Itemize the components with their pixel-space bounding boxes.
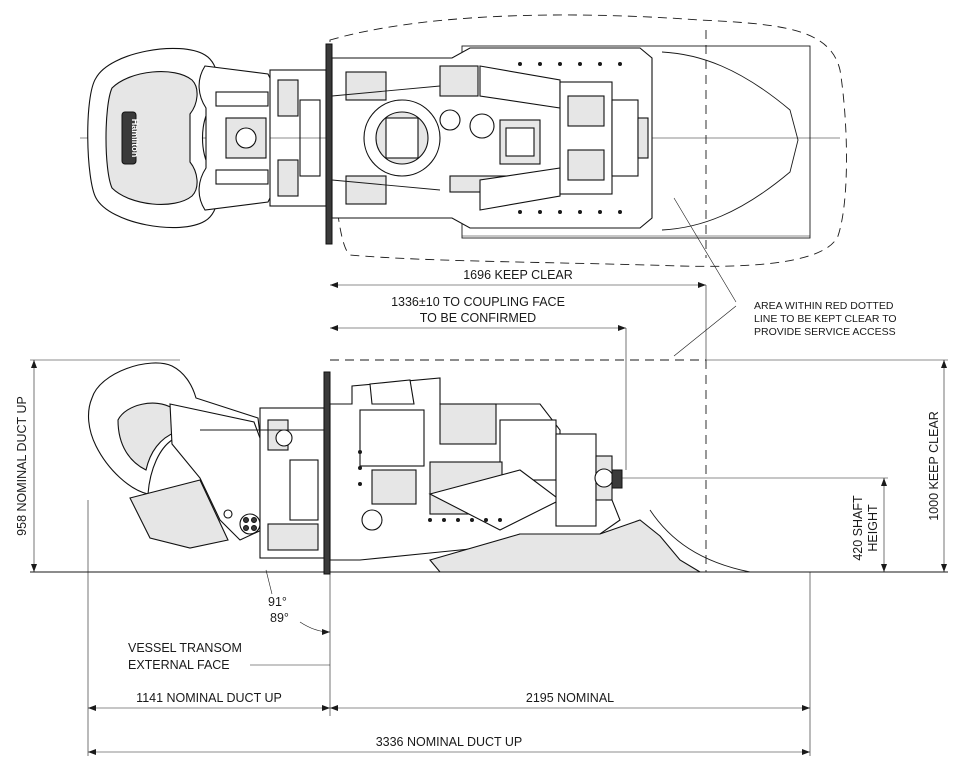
plan-gearbox-rear (559, 81, 649, 195)
plan-hydraulic-cylinders (215, 91, 269, 185)
dim-duct-up-3336: 3336 NOMINAL DUCT UP (88, 735, 810, 755)
plan-duct-fasteners (518, 62, 622, 214)
dim-duct-up-958-label: 958 NOMINAL DUCT UP (15, 396, 29, 536)
dim-duct-up-3336-label: 3336 NOMINAL DUCT UP (376, 735, 523, 749)
elev-intake-ramp (429, 519, 702, 573)
plan-transom-flange (325, 43, 333, 245)
elev-lower-housing (129, 479, 229, 549)
transom-note-line-2: EXTERNAL FACE (128, 658, 230, 672)
service-note-leader-top (673, 197, 737, 303)
dim-keep-clear-1000: 1000 KEEP CLEAR (927, 360, 947, 572)
service-note-leader-bottom (673, 305, 737, 357)
angle-89-label: 89° (270, 611, 289, 625)
service-access-note: AREA WITHIN RED DOTTED LINE TO BE KEPT C… (754, 300, 897, 338)
dim-shaft-height-420: 420 SHAFT HEIGHT (851, 478, 887, 572)
elev-transom-flange (323, 371, 331, 575)
plan-nozzle-brand: Hamilton (130, 119, 140, 158)
dim-keep-clear-1696: 1696 KEEP CLEAR (330, 268, 707, 360)
elev-keep-clear-floor-curve (649, 509, 751, 573)
service-note-line-1: AREA WITHIN RED DOTTED (754, 300, 894, 312)
elev-pump-detail (200, 419, 330, 551)
service-note-line-2: LINE TO BE KEPT CLEAR TO (754, 313, 897, 325)
dim-coupling-line-2: TO BE CONFIRMED (420, 311, 536, 325)
elev-bucket-inner (117, 402, 177, 471)
transom-note-line-1: VESSEL TRANSOM (128, 641, 242, 655)
service-note-line-3: PROVIDE SERVICE ACCESS (754, 326, 896, 338)
angle-91-label: 91° (268, 595, 287, 609)
plan-intake-internals (331, 65, 561, 211)
dim-coupling-1336: 1336±10 TO COUPLING FACE TO BE CONFIRMED (330, 295, 627, 470)
plan-view: Hamilton (80, 14, 847, 267)
dim-nominal-2195: 2195 NOMINAL (330, 691, 810, 711)
dim-shaft-line-2: HEIGHT (866, 504, 880, 552)
plan-inner-taper (661, 51, 799, 231)
elevation-view (30, 359, 948, 575)
dim-duct-up-1141: 1141 NOMINAL DUCT UP (88, 691, 330, 711)
plan-pump-detail (270, 79, 326, 197)
plan-nozzle-inner (105, 71, 198, 205)
dim-nominal-2195-label: 2195 NOMINAL (526, 691, 614, 705)
dim-keep-clear-1696-label: 1696 KEEP CLEAR (463, 268, 573, 282)
elev-gearbox (359, 379, 623, 531)
plan-service-boundary (329, 14, 847, 267)
vessel-transom-note: VESSEL TRANSOM EXTERNAL FACE (128, 641, 330, 672)
dim-duct-up-1141-label: 1141 NOMINAL DUCT UP (136, 691, 282, 705)
dim-coupling-line-1: 1336±10 TO COUPLING FACE (391, 295, 565, 309)
dim-shaft-line-1: 420 SHAFT (851, 495, 865, 561)
elev-body-fasteners (358, 450, 502, 522)
dim-duct-up-958: 958 NOMINAL DUCT UP (15, 360, 37, 572)
dim-keep-clear-1000-label: 1000 KEEP CLEAR (927, 411, 941, 521)
plan-nozzle-badge (121, 111, 137, 165)
elev-steering-pivot (223, 509, 261, 535)
transom-angle-callout: 91° 89° (265, 569, 331, 635)
